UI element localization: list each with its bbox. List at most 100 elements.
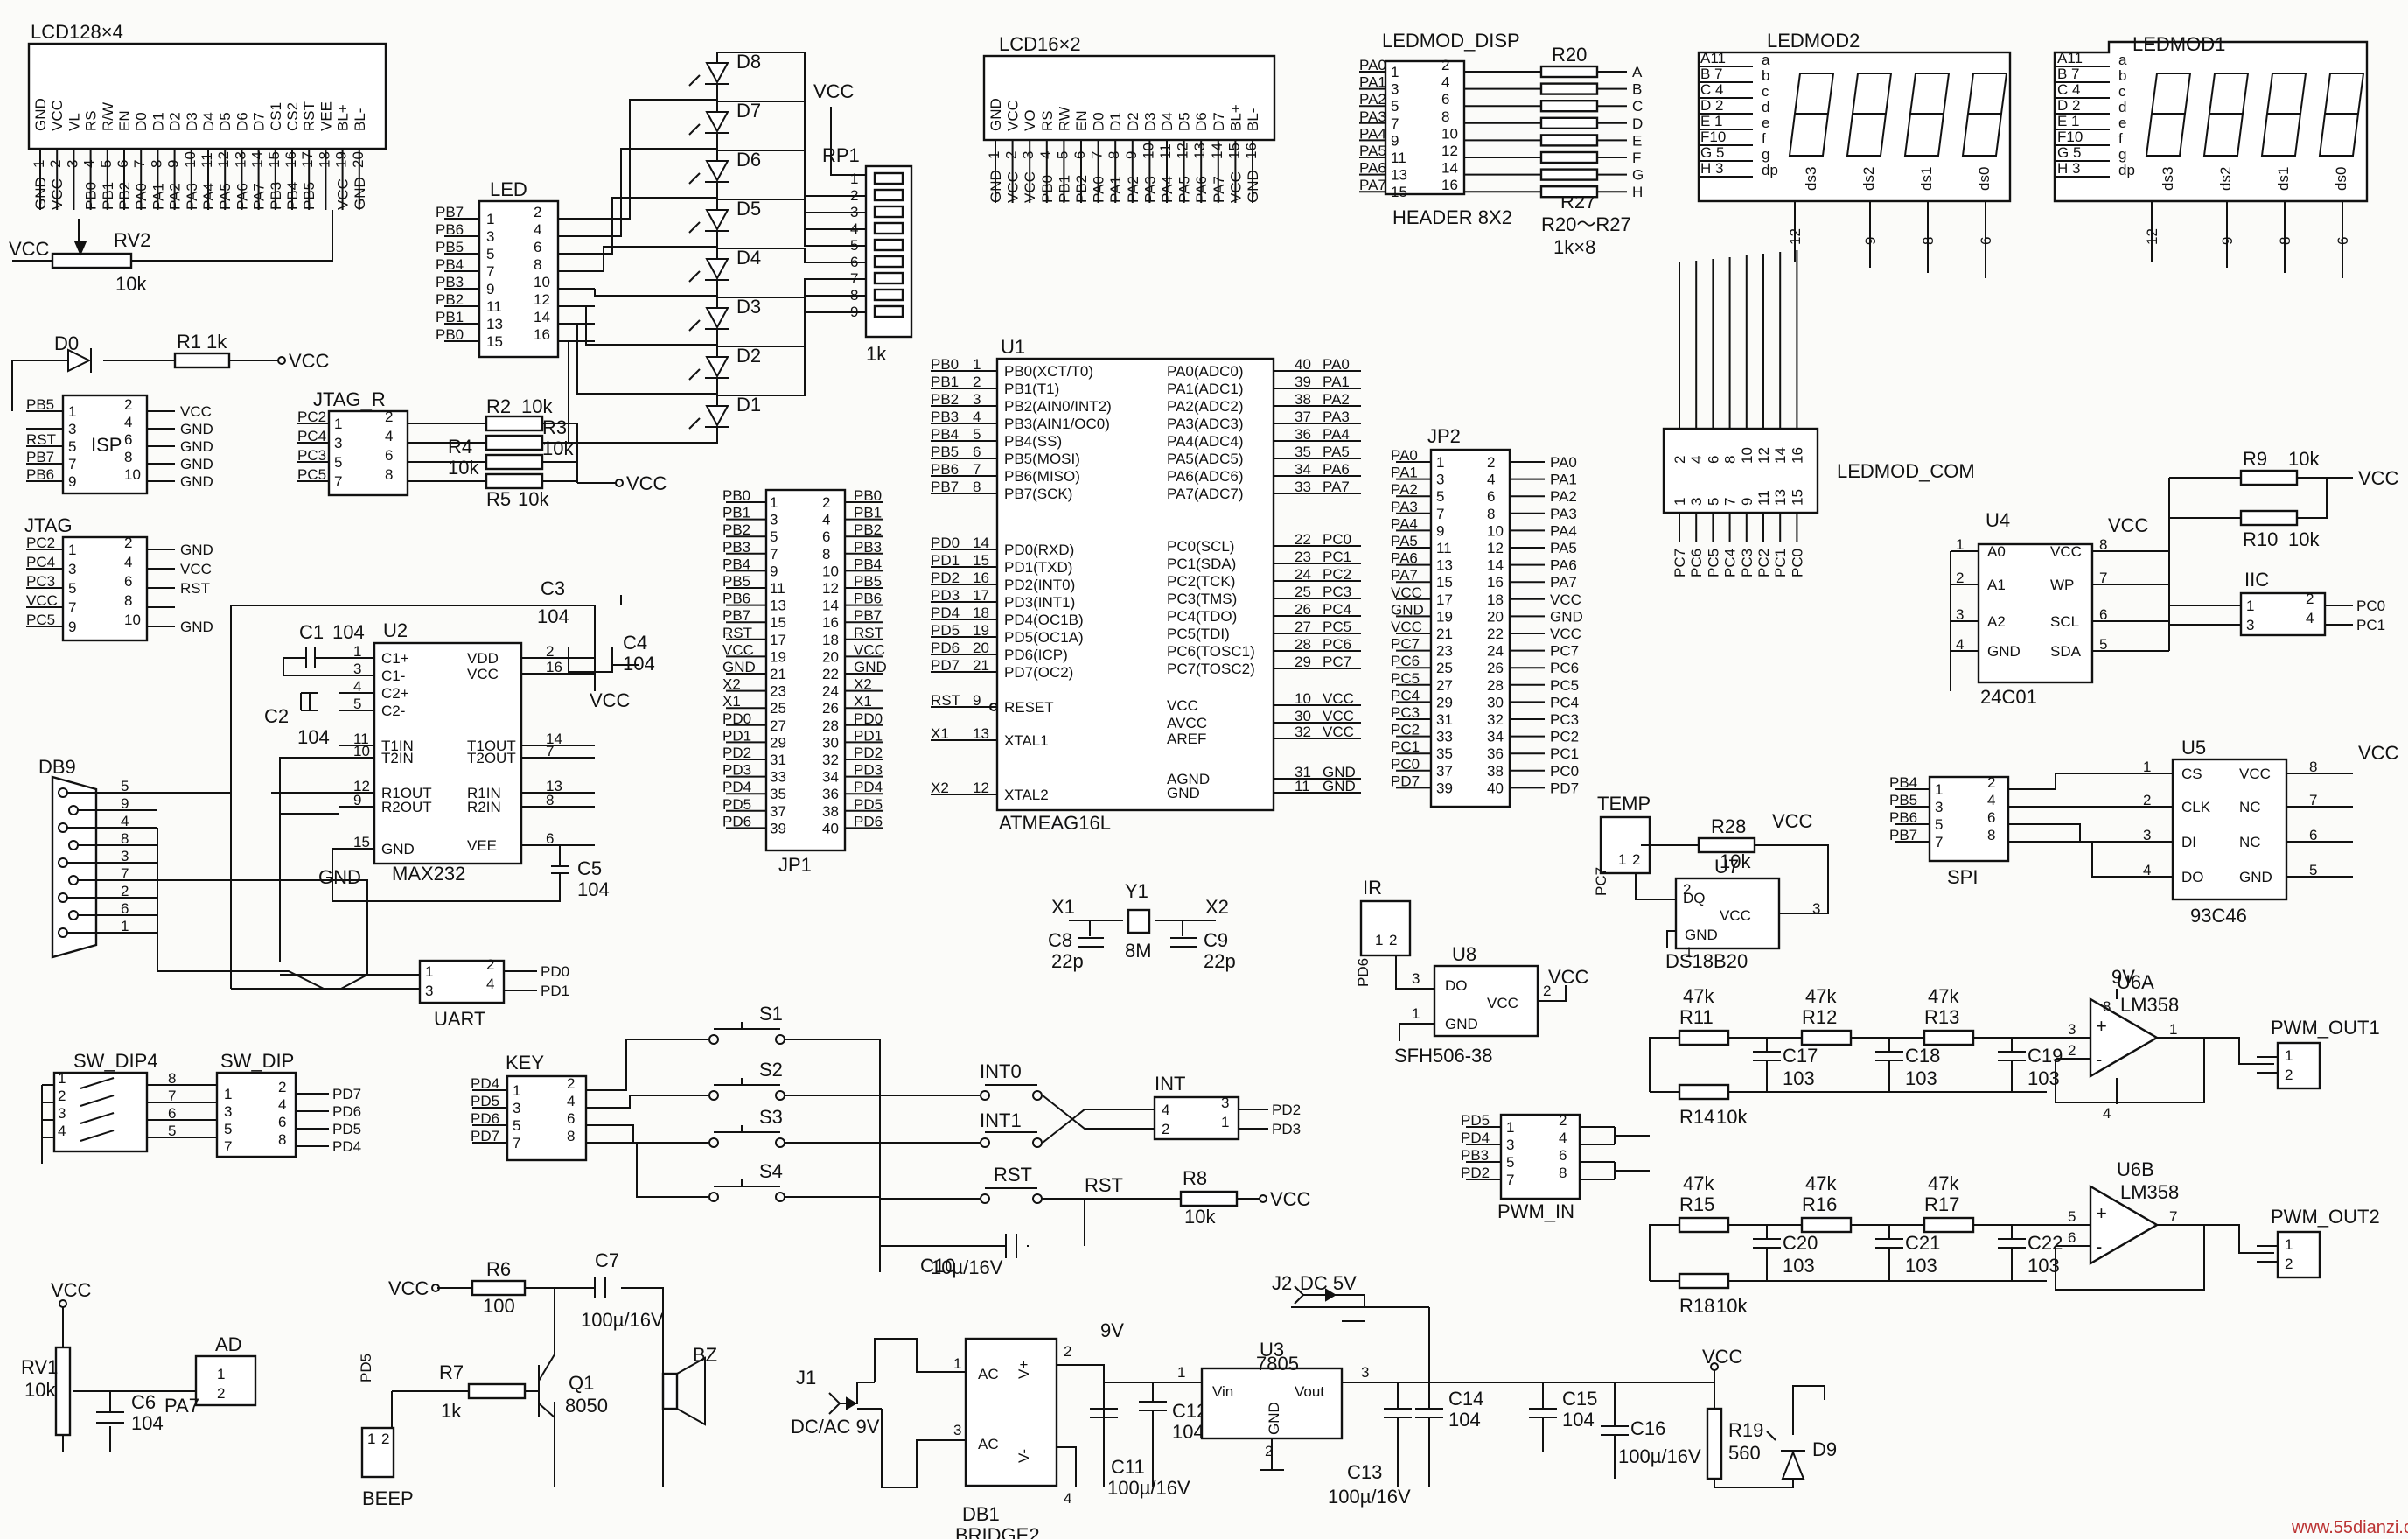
com-bpin-2: 5 xyxy=(1705,498,1721,506)
sw-contact-b-2 xyxy=(775,1137,785,1148)
ledmod-disp-header[interactable]: LEDMOD_DISP HEADER 8X2 R20 R27 R20～R27 1… xyxy=(1359,30,1644,258)
jtagr-vcc: VCC xyxy=(626,472,667,494)
u1-rfunc-4: PA4(ADC4) xyxy=(1167,433,1244,450)
u1-lnet-8: PD0 xyxy=(931,535,960,551)
jtagr-res-1: R3 xyxy=(542,416,567,438)
isp-lpin-2: 5 xyxy=(68,438,76,455)
ledhdr-net-5: PB2 xyxy=(436,291,464,308)
rarray-range: R20～R27 xyxy=(1541,213,1631,235)
u1-rnet-7: PA7 xyxy=(1323,479,1350,495)
u4-rpin-1: 7 xyxy=(2099,570,2107,586)
ledmod-com-header[interactable]: LEDMOD_COM 21PC743PC665PC587PC4109PC3121… xyxy=(1662,250,1975,577)
uart-net-0: PD0 xyxy=(541,963,569,980)
jtag-rpin-4: 10 xyxy=(124,612,141,628)
u1-lpin-5: 6 xyxy=(973,444,981,460)
beeper-circuit[interactable]: VCC R6 100 C7 100µ/16V R7 1k Q1 8050 BZ … xyxy=(358,1249,717,1509)
u1-rfunc-3: PA3(ADC3) xyxy=(1167,416,1244,432)
jp1-rnet-9: VCC xyxy=(854,641,885,658)
ds18b20-sensor[interactable]: U7 DS18B20 DQ VCC GND 2 3 1 R28 10k VCC xyxy=(1635,810,1829,972)
diode-ref-0: D8 xyxy=(736,51,761,73)
lcd128-module[interactable]: LCD128×4 GND1GNDVCC2VCCVL3RS4PB0R/W5PB1E… xyxy=(27,21,387,210)
db9-pinnum-6: 2 xyxy=(121,883,129,899)
ir-header[interactable]: IR 1 2 PD6 xyxy=(1355,877,1412,987)
u1-rpin-18: 32 xyxy=(1295,724,1311,740)
u1-lfunc-11: PD3(INT1) xyxy=(1004,594,1075,611)
disp-lnet-5: PA5 xyxy=(1359,143,1386,159)
max232-rpin-name-4: R1IN xyxy=(467,785,501,801)
ledmod2-seg-2: C 4 xyxy=(1700,81,1723,98)
jp2-rnet-6: PA6 xyxy=(1550,557,1577,574)
lcd16-net-10: PA4 xyxy=(1159,176,1176,203)
jtag-lpin-0: 1 xyxy=(68,542,76,558)
db9-pinnum-2: 4 xyxy=(121,813,129,829)
rv1-ad-circuit[interactable]: VCC RV1 10k C6 104 PA7 AD 1 2 xyxy=(21,1279,257,1452)
jp1-lpin-0: 1 xyxy=(770,494,778,511)
jp1-rpin-14: 30 xyxy=(822,734,839,751)
c13-ref: C13 xyxy=(1347,1461,1382,1483)
ledmod2-inner-3: d xyxy=(1762,99,1769,115)
jp1-rnet-10: GND xyxy=(854,659,887,675)
int0-contact-a xyxy=(980,1090,990,1101)
crystal-oscillator: X1 X2 Y1 8M C8 22p C9 22p xyxy=(1048,880,1236,972)
jp1-rnet-19: PD6 xyxy=(854,813,883,829)
disp-rpin-3: 8 xyxy=(1441,108,1449,125)
u4-rname-1: WP xyxy=(2050,577,2074,593)
jp1-lnet-0: PB0 xyxy=(722,487,750,504)
ledmod1-digitname-3: ds0 xyxy=(2333,167,2349,191)
max232-lpin-name-1: C1- xyxy=(381,668,405,684)
temp-pin1: 1 xyxy=(1618,851,1626,868)
lcd16-net-1: VCC xyxy=(1005,171,1022,203)
rst-label: RST xyxy=(994,1164,1032,1186)
jp2-rpin-5: 12 xyxy=(1487,540,1504,556)
u6a-c-2: C19 xyxy=(2028,1045,2063,1067)
u6a-vcc: 9V xyxy=(2111,966,2135,988)
jp2-rpin-9: 20 xyxy=(1487,608,1504,625)
db1-vp: V+ xyxy=(1016,1361,1032,1379)
ledmod1-seg-1: B 7 xyxy=(2057,66,2080,82)
u1-rnet-16: VCC xyxy=(1323,690,1354,707)
r1-ref: R1 xyxy=(177,331,201,353)
int1-contact-a xyxy=(980,1137,990,1148)
db1-pin2: 2 xyxy=(1064,1343,1071,1360)
rv2-potentiometer[interactable]: VCC RV2 10k xyxy=(9,210,333,295)
u1-lpin-6: 7 xyxy=(973,461,981,478)
jp1-lnet-1: PB1 xyxy=(722,505,750,521)
max232-ic[interactable]: U2 MAX232 C1+1C1-3C2+4C2-5T1IN11T2IN10R1… xyxy=(230,577,655,990)
jp2-rpin-10: 22 xyxy=(1487,626,1504,642)
jtagr-res-2: R4 xyxy=(448,436,472,458)
max232-rpin-4: 13 xyxy=(546,778,562,794)
sfh506-ir-receiver[interactable]: U8 SFH506-38 DO VCC GND 3 2 1 VCC xyxy=(1394,943,1589,1067)
u1-rpin-7: 33 xyxy=(1295,479,1311,495)
jp2-lnet-16: PC2 xyxy=(1391,722,1420,738)
rst-contact-b xyxy=(1032,1193,1043,1204)
lcd128-net-12: PA6 xyxy=(234,183,250,210)
lcd16-module[interactable]: LCD16×2 GND1GNDVCC2VCCVO3VCCRS4PB0RW5PB1… xyxy=(982,33,1276,203)
lcd128-pinnum-8: 9 xyxy=(165,160,182,168)
u1-rpin-19: 31 xyxy=(1295,764,1311,780)
swdip4-lpin-1: 2 xyxy=(58,1088,66,1104)
reset-circuit[interactable]: C10 10µ/16V xyxy=(880,1199,1085,1278)
